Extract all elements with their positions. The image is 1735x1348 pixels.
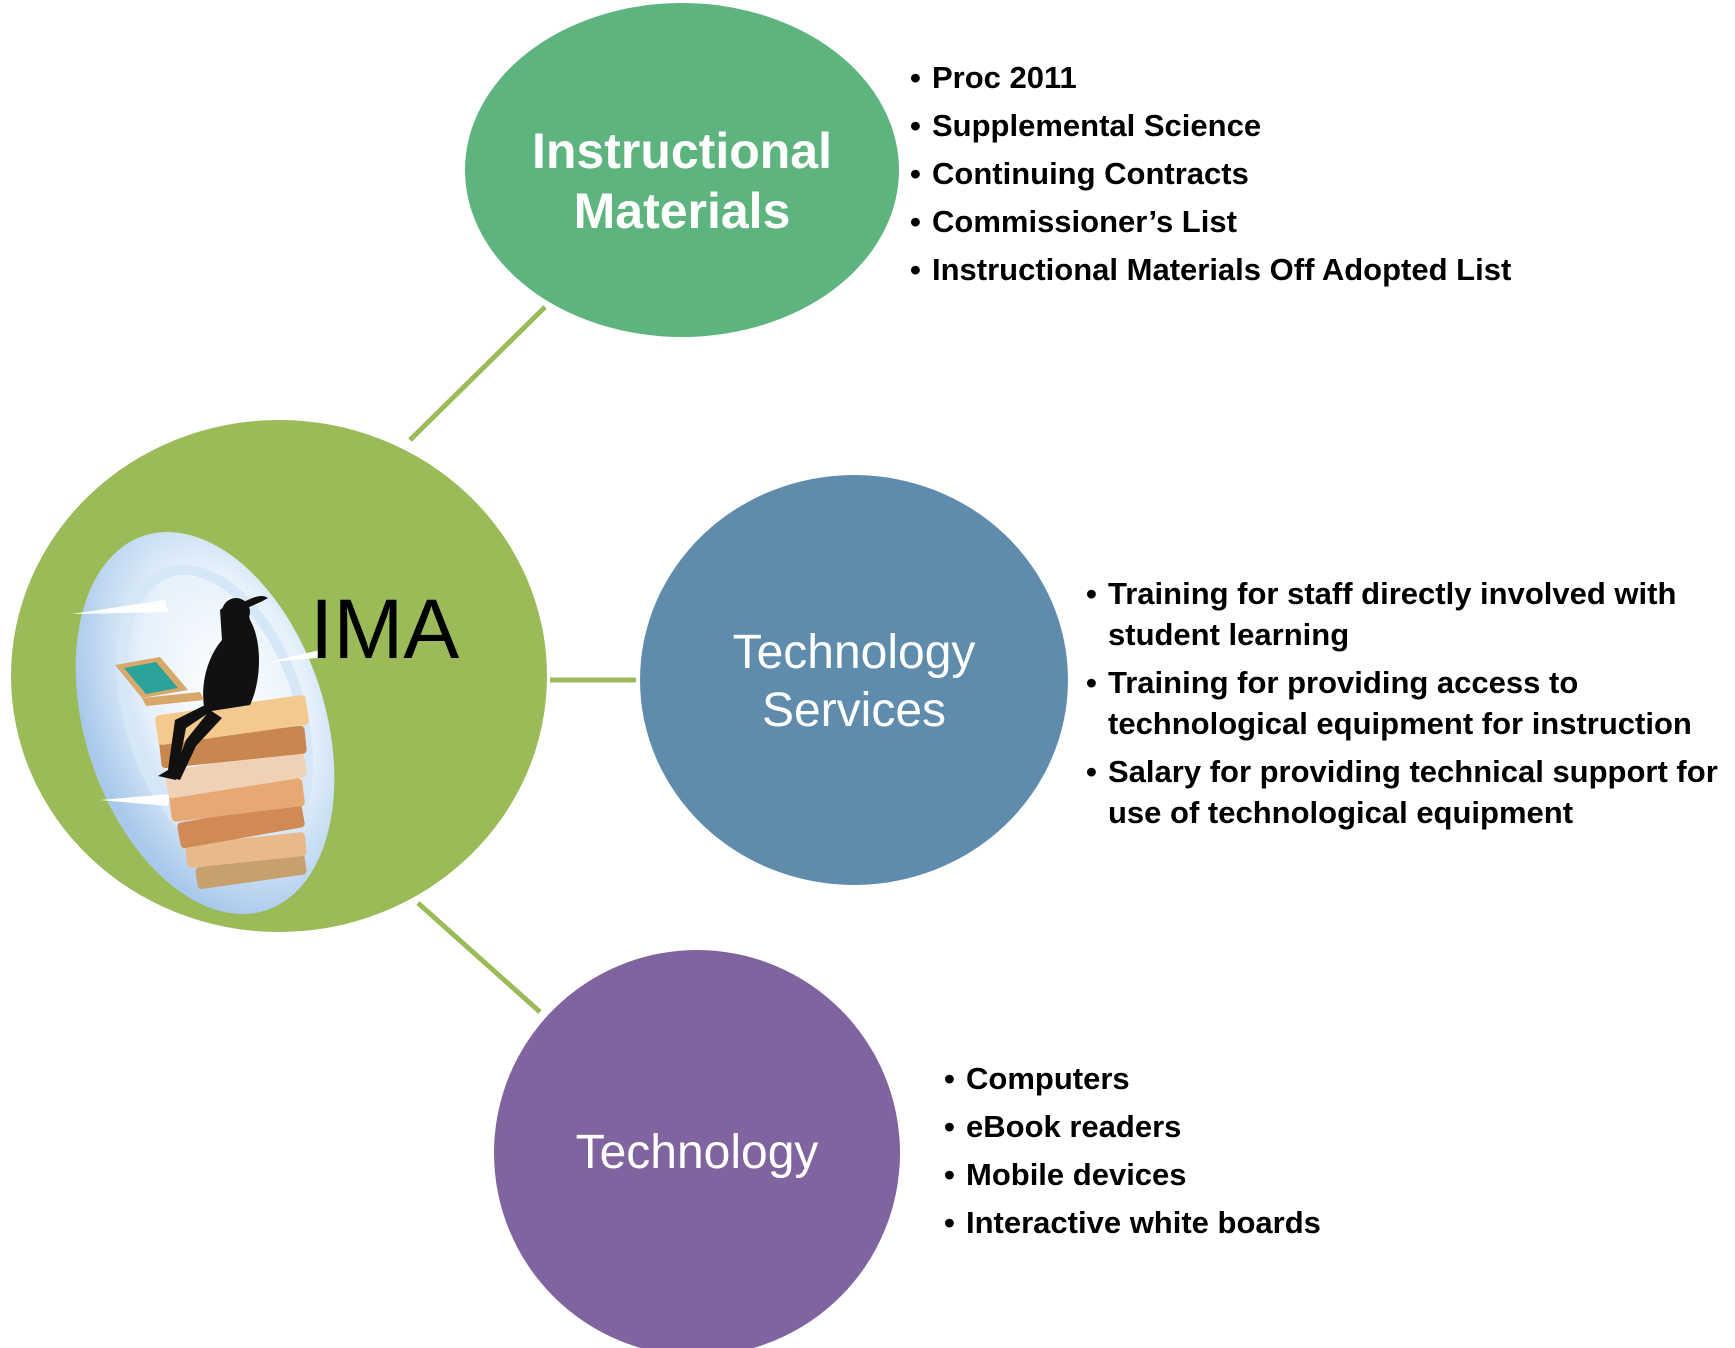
- technology-list: Computers eBook readers Mobile devices I…: [944, 1055, 1321, 1247]
- node-technology: Technology: [494, 950, 900, 1348]
- list-item: Training for staff directly involved wit…: [1086, 573, 1726, 655]
- list-item: Instructional Materials Off Adopted List: [910, 246, 1511, 294]
- node-label-line-1: Technology: [576, 1126, 819, 1179]
- node-technology-services: Technology Services: [640, 475, 1068, 885]
- node-circle: [494, 950, 900, 1348]
- node-label-line-2: Materials: [574, 183, 791, 239]
- connector-instructional-materials: [408, 305, 547, 442]
- node-label-line-2: Services: [762, 684, 946, 737]
- node-label-line-1: Instructional: [532, 123, 832, 179]
- node-label-line-1: Technology: [733, 626, 976, 679]
- node-circle: [465, 3, 899, 337]
- list-item: Interactive white boards: [944, 1199, 1321, 1247]
- list-item: Mobile devices: [944, 1151, 1321, 1199]
- node-circle: [640, 475, 1068, 885]
- list-item: Computers: [944, 1055, 1321, 1103]
- person-reading-laptop-on-books-icon: [72, 532, 335, 914]
- center-node: IMA: [11, 420, 547, 932]
- list-item: Supplemental Science: [910, 102, 1511, 150]
- instructional-materials-list: Proc 2011 Supplemental Science Continuin…: [910, 54, 1511, 294]
- technology-services-list: Training for staff directly involved wit…: [1086, 573, 1726, 840]
- list-item: Training for providing access to technol…: [1086, 662, 1726, 744]
- list-item: Commissioner’s List: [910, 198, 1511, 246]
- center-label: IMA: [310, 582, 459, 676]
- connector-technology: [416, 901, 542, 1014]
- list-item: Salary for providing technical support f…: [1086, 751, 1726, 833]
- list-item: Continuing Contracts: [910, 150, 1511, 198]
- list-item: eBook readers: [944, 1103, 1321, 1151]
- list-item: Proc 2011: [910, 54, 1511, 102]
- node-instructional-materials: Instructional Materials: [465, 3, 899, 337]
